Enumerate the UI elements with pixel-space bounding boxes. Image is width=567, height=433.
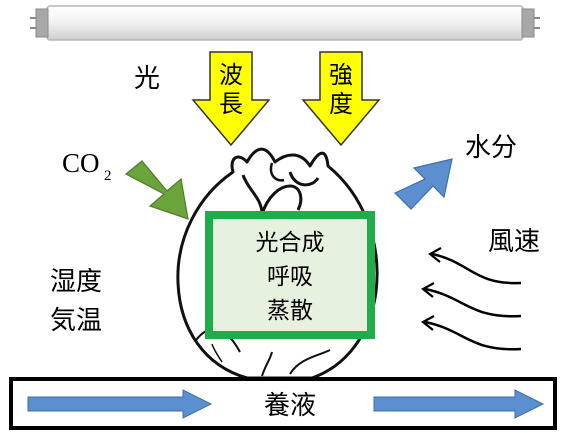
wind-speed-label: 風速 [488, 227, 540, 257]
co2-main: CO [62, 148, 100, 178]
process-photosynthesis: 光合成 [256, 230, 325, 256]
process-respiration: 呼吸 [267, 264, 313, 290]
process-transpiration: 蒸散 [267, 298, 313, 324]
plant-processes-box: 光合成 呼吸 蒸散 [205, 211, 375, 339]
wavelength-arrow: 波 長 [191, 51, 271, 147]
co2-subscript: 2 [104, 168, 112, 184]
intensity-arrow: 強 度 [301, 51, 381, 147]
yellow-down-arrow-icon [191, 51, 271, 147]
humidity-label: 湿度 [50, 267, 102, 297]
wavelength-char-2: 長 [219, 90, 243, 118]
air-temperature-label: 気温 [50, 306, 102, 336]
intensity-char-1: 強 [329, 61, 353, 89]
moisture-label: 水分 [465, 133, 517, 163]
wavelength-char-1: 波 [219, 61, 243, 89]
co2-arrow-icon [124, 160, 189, 220]
co2-label: CO 2 [62, 148, 112, 184]
fluorescent-lamp [30, 5, 540, 41]
right-arrow-icon [27, 389, 213, 419]
yellow-down-arrow-icon [301, 51, 381, 147]
light-label: 光 [134, 64, 160, 94]
right-arrow-icon [373, 389, 545, 419]
wind-lines [421, 247, 522, 351]
intensity-char-2: 度 [329, 90, 353, 118]
nutrient-solution-tank: 養液 [9, 377, 557, 430]
nutrient-solution-label: 養液 [264, 391, 316, 421]
moisture-arrow-icon [393, 158, 453, 210]
